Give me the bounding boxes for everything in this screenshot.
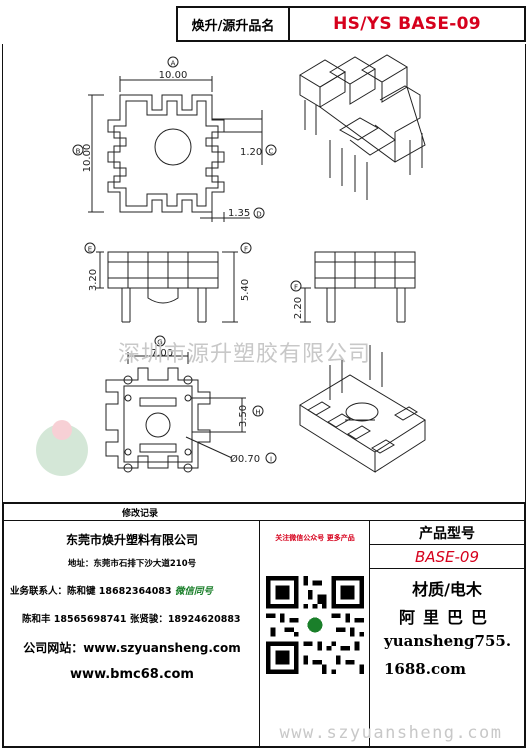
iso-view-bottom bbox=[299, 345, 426, 473]
bottom-view bbox=[105, 335, 277, 473]
dim-i-value: Ø0.70 bbox=[230, 453, 260, 465]
footer-watermark-url: www.szyuansheng.com bbox=[279, 723, 503, 743]
qr-code-icon[interactable] bbox=[266, 576, 364, 674]
info-table: 修改记录 东莞市焕升塑料有限公司 地址：东莞市石排下沙大道210号 业务联系人：… bbox=[2, 502, 526, 748]
dim-g-letter: G bbox=[157, 339, 162, 347]
technical-drawing: A 10.00 B 10.00 C 1.20 D 1.35 E 3.20 F 5… bbox=[36, 54, 426, 476]
revision-row: 修改记录 bbox=[4, 504, 524, 521]
front-view bbox=[84, 242, 252, 323]
header-product-name: HS/YS BASE-09 bbox=[333, 14, 481, 34]
product-model: BASE-09 bbox=[370, 545, 524, 569]
logo-watermark bbox=[36, 420, 88, 476]
dim-a-value: 10.00 bbox=[159, 70, 188, 81]
company-name: 东莞市焕升塑料有限公司 bbox=[65, 533, 198, 547]
revision-label: 修改记录 bbox=[122, 508, 159, 519]
dim-a-letter: A bbox=[171, 60, 176, 68]
dim-d-value: 1.35 bbox=[228, 208, 250, 219]
dim-f2-letter: F bbox=[294, 284, 298, 292]
material-label: 材质/电木 bbox=[412, 580, 482, 599]
company-address: 地址：东莞市石排下沙大道210号 bbox=[67, 559, 197, 569]
drawing-frame bbox=[2, 44, 526, 502]
dim-c-letter: C bbox=[269, 148, 274, 156]
dim-b-value: 10.00 bbox=[82, 144, 93, 173]
shop-url-line-2[interactable]: 1688.com bbox=[384, 660, 466, 678]
dim-b-letter: B bbox=[76, 148, 81, 156]
dim-i-letter: I bbox=[270, 456, 272, 464]
contact-1-text: 业务联系人：陈和键 18682364083 bbox=[10, 586, 175, 597]
store-label: 阿里巴巴 bbox=[398, 608, 495, 627]
qr-section: 关注微信公众号 更多产品 bbox=[260, 521, 370, 746]
dim-h-letter: H bbox=[255, 409, 260, 417]
second-website[interactable]: www.bmc68.com bbox=[70, 667, 194, 682]
dim-c-value: 1.20 bbox=[240, 147, 262, 158]
header-label: 焕升/源升品名 bbox=[178, 8, 290, 40]
iso-view-top bbox=[299, 54, 426, 200]
contact-line-1: 业务联系人：陈和键 18682364083 微信同号 bbox=[10, 583, 213, 597]
contact-line-2: 陈和丰 18565698741 张贤骏：18924620883 bbox=[22, 614, 241, 625]
dim-f-letter: F bbox=[244, 246, 248, 254]
wechat-note: 关注微信公众号 更多产品 bbox=[275, 534, 355, 542]
watermark-text: 深圳市源升塑胶有限公司 bbox=[118, 342, 372, 367]
shop-url-line-1[interactable]: yuansheng755. bbox=[384, 632, 512, 650]
wechat-same-note: 微信同号 bbox=[174, 586, 213, 597]
product-info: 产品型号 BASE-09 材质/电木 阿里巴巴 yuansheng755. 16… bbox=[370, 521, 524, 746]
product-title: 产品型号 bbox=[370, 521, 524, 545]
dim-g-value: 7.00 bbox=[151, 348, 173, 359]
side-view bbox=[290, 251, 416, 323]
dim-h-value: 3.50 bbox=[238, 405, 249, 427]
company-website[interactable]: 公司网站：www.szyuansheng.com bbox=[23, 641, 241, 655]
company-info: 东莞市焕升塑料有限公司 地址：东莞市石排下沙大道210号 业务联系人：陈和键 1… bbox=[4, 521, 260, 746]
dim-f-value: 5.40 bbox=[240, 279, 251, 301]
dim-e-value: 3.20 bbox=[88, 269, 99, 291]
dim-e-letter: E bbox=[88, 246, 92, 254]
header-row: 焕升/源升品名 HS/YS BASE-09 bbox=[176, 6, 526, 42]
top-view bbox=[72, 56, 277, 222]
dim-f2-value: 2.20 bbox=[293, 297, 304, 319]
dim-d-letter: D bbox=[256, 211, 261, 219]
